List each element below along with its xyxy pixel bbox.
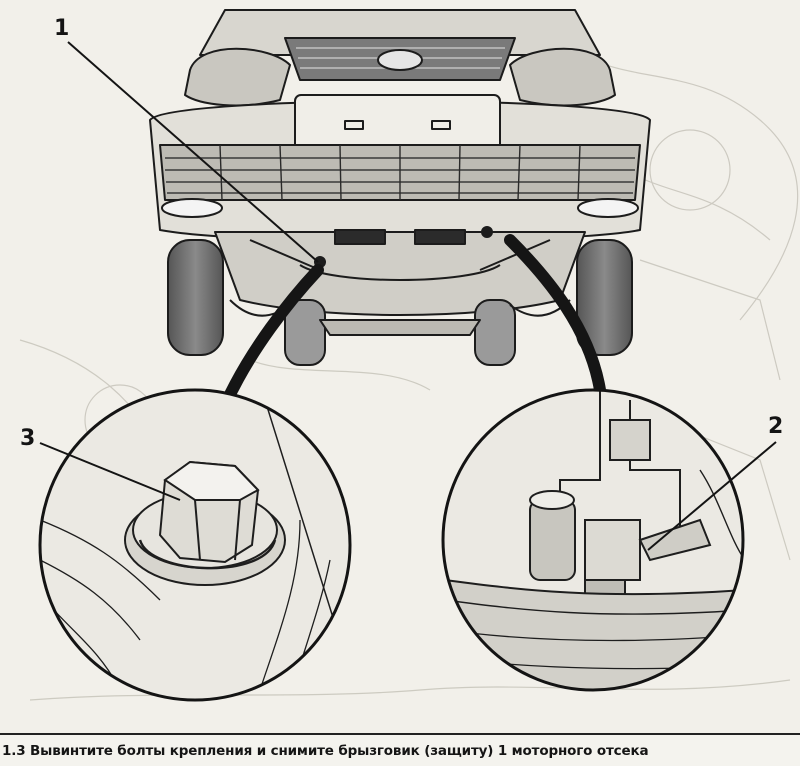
diagram-drawing bbox=[19, 9, 799, 702]
detail-circle-bolt bbox=[38, 388, 352, 702]
figure-caption: 1.3 Вывинтите болты крепления и снимите … bbox=[0, 733, 800, 766]
leader-line-3 bbox=[39, 442, 181, 501]
callout-label-3: 3 bbox=[20, 426, 36, 451]
leader-line-1 bbox=[67, 41, 319, 263]
leader-lines bbox=[39, 41, 777, 551]
caption-text: 1.3 Вывинтите болты крепления и снимите … bbox=[2, 743, 649, 759]
zoom-connectors bbox=[219, 234, 606, 411]
car-front-view bbox=[149, 9, 651, 366]
callout-label-1: 1 bbox=[54, 16, 70, 41]
diagram-figure: 1 2 3 bbox=[19, 9, 799, 702]
leader-line-2 bbox=[647, 441, 777, 551]
callout-label-2: 2 bbox=[768, 414, 784, 439]
detail-circle-mount bbox=[441, 388, 745, 692]
